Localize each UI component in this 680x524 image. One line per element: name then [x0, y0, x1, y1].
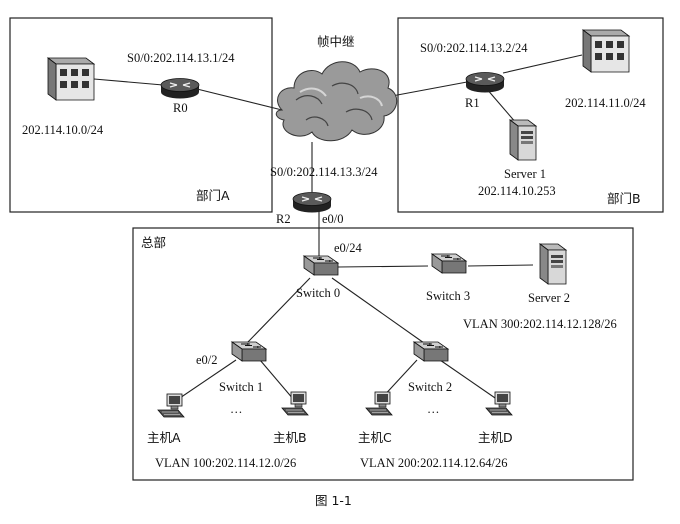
link-r1-server1 [485, 87, 518, 125]
link-switch0-switch2 [331, 277, 425, 344]
r1-label: R1 [465, 96, 480, 110]
links [93, 54, 583, 405]
dept-a-region [9, 17, 273, 213]
link-switch2-host-d [439, 359, 499, 401]
vlan100-label: VLAN 100:202.114.12.0/26 [155, 456, 296, 470]
building-icon [582, 29, 630, 73]
router-icon [292, 191, 332, 214]
dept-b-region [397, 17, 664, 213]
r2-interface-label: S0/0:202.114.13.3/24 [270, 165, 378, 179]
host-c-label: 主机C [358, 430, 392, 445]
server1-label: Server 1 [504, 167, 546, 181]
hq-label: 总部 [141, 235, 166, 250]
host-d-label: 主机D [478, 430, 513, 445]
host-a-label: 主机A [147, 430, 181, 445]
switch0-port-label: e0/24 [334, 241, 363, 255]
dept-a-label: 部门A [196, 188, 230, 203]
link-building-a-r0 [93, 78, 164, 86]
server-icon [509, 119, 537, 161]
link-r0-cloud [196, 88, 283, 111]
router-icon [465, 71, 505, 94]
link-cloud-r1 [391, 81, 468, 97]
link-r1-building-b [502, 54, 583, 74]
switch1-label: Switch 1 [219, 380, 263, 394]
hosts-ellipsis-2: … [427, 402, 440, 416]
pc-icon [281, 391, 309, 416]
vlan200-label: VLAN 200:202.114.12.64/26 [360, 456, 507, 470]
router-icon [160, 77, 200, 100]
server2-label: Server 2 [528, 291, 570, 305]
link-switch0-switch3 [337, 265, 429, 268]
net-a-label: 202.114.10.0/24 [22, 123, 104, 137]
switch-icon [413, 341, 449, 362]
r0-interface-label: S0/0:202.114.13.1/24 [127, 51, 235, 65]
link-switch1-host-b [259, 359, 295, 401]
switch-icon [231, 341, 267, 362]
pc-icon [365, 391, 393, 416]
dept-b-label: 部门B [607, 191, 641, 206]
server-icon [539, 243, 567, 285]
switch-icon [431, 253, 467, 274]
hosts-ellipsis-1: … [230, 402, 243, 416]
link-switch3-server2 [467, 264, 534, 267]
host-b-label: 主机B [273, 430, 307, 445]
building-icon [47, 57, 95, 101]
r1-interface-label: S0/0:202.114.13.2/24 [420, 41, 528, 55]
switch-icon [303, 255, 339, 276]
switch1-port-label: e0/2 [196, 353, 218, 367]
r2-label: R2 [276, 212, 291, 226]
pc-icon [485, 391, 513, 416]
net-b-label: 202.114.11.0/24 [565, 96, 646, 110]
switch2-label: Switch 2 [408, 380, 452, 394]
frame-relay-label: 帧中继 [317, 34, 355, 49]
switch0-label: Switch 0 [296, 286, 340, 300]
pc-icon [157, 393, 185, 418]
switch3-label: Switch 3 [426, 289, 470, 303]
r0-label: R0 [173, 101, 188, 115]
vlan300-label: VLAN 300:202.114.12.128/26 [463, 317, 617, 331]
figure-caption: 图 1-1 [315, 493, 352, 508]
r2-eth-label: e0/0 [322, 212, 344, 226]
hq-region [132, 227, 634, 481]
server1-ip-label: 202.114.10.253 [478, 184, 556, 198]
cloud-icon [275, 61, 398, 142]
link-switch0-switch1 [246, 277, 311, 344]
